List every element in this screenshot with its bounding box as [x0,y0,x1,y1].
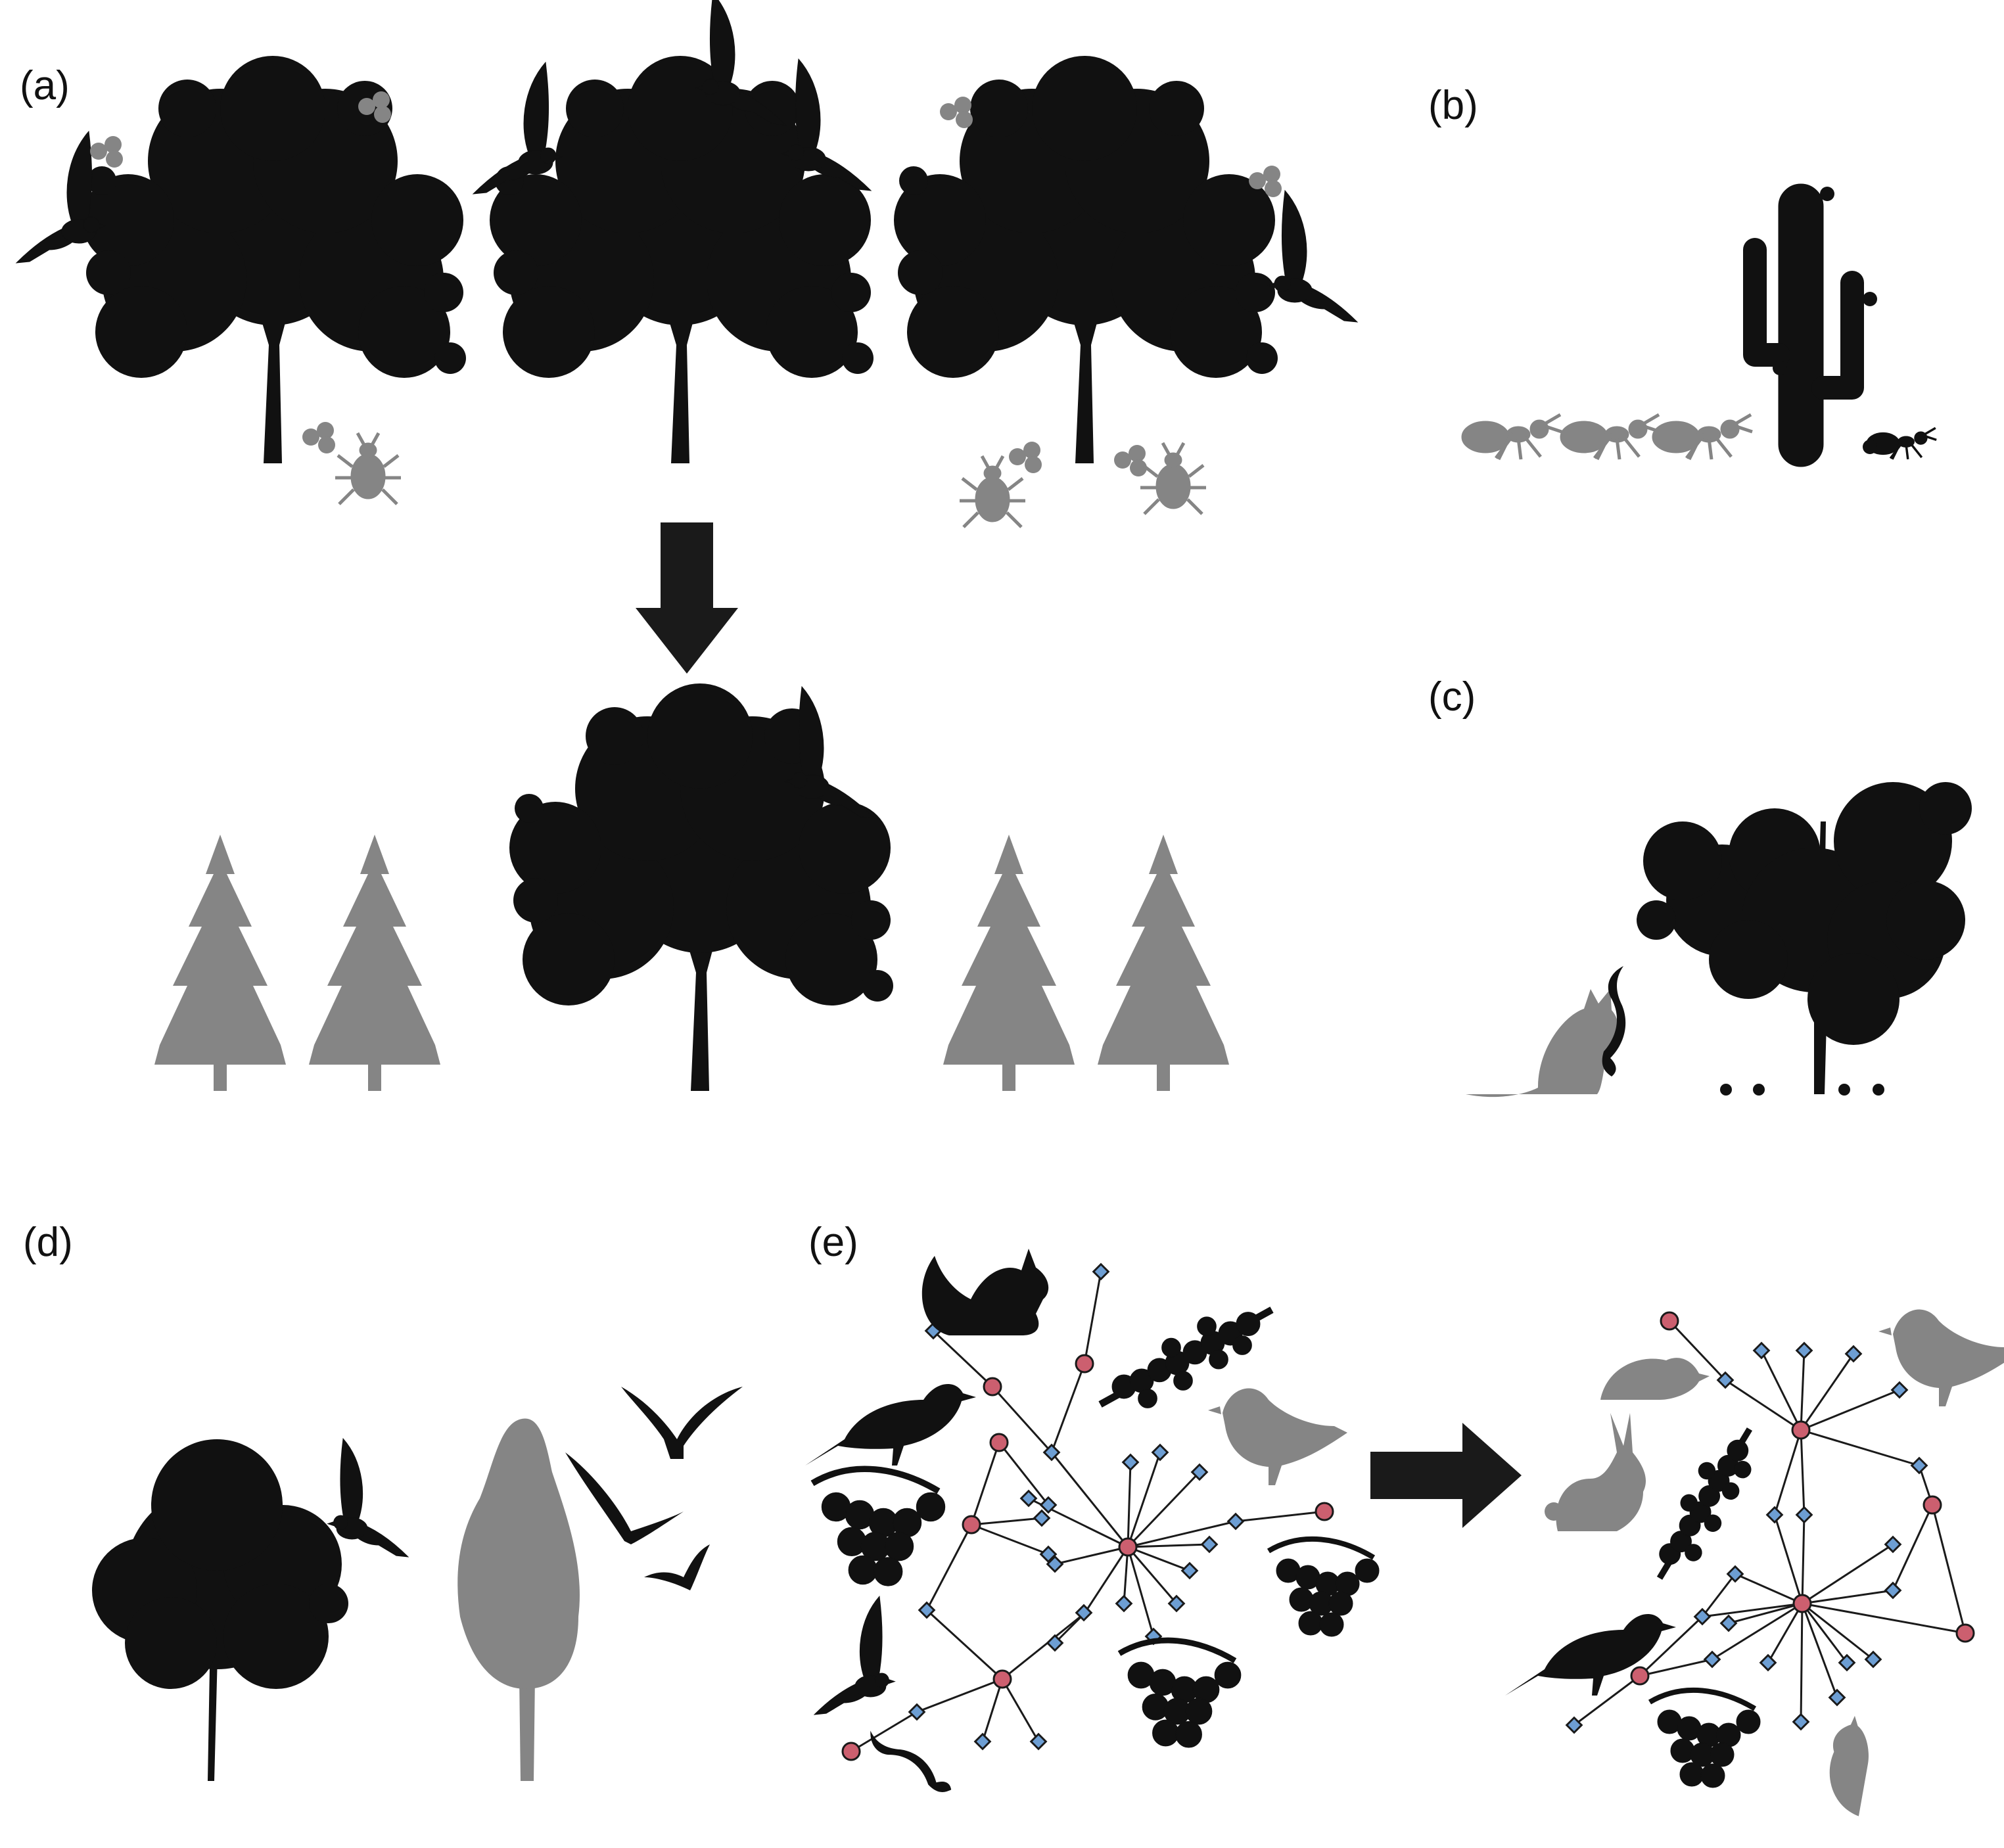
conifer-tree-icon [154,835,286,1091]
broadleaf-tree-icon [92,1439,348,1781]
broadleaf-tree-icon [82,56,466,463]
panel-label-e: (e) [808,1220,858,1265]
animal-nodes [908,1262,1245,1751]
bird-icon [327,1438,409,1558]
panel-label-b: (b) [1428,83,1478,128]
lizard-icon [860,1729,958,1797]
conifer-tree-icon [309,835,440,1091]
panel-e-right-icons [1505,1309,2004,1848]
seed-cluster-icon [1114,445,1147,476]
bird-icon [814,1596,895,1715]
songbird-icon [1505,1614,1676,1696]
panel-e-left-network [841,1262,1334,1761]
panel-a [16,0,1358,1091]
berries-icon [1650,1690,1760,1788]
songbird-icon [805,1384,976,1466]
conifer-tree-icon [1098,835,1229,1091]
panel-b [1462,184,1938,467]
bird-icon [565,1387,743,1590]
rat-icon [1561,1358,1710,1420]
cactus-icon [1755,184,1852,467]
beetle-icon [1140,443,1206,514]
animal-nodes [1565,1341,1928,1734]
network-links [1573,1320,1967,1726]
arrow-icon [636,522,738,674]
panel-d [92,1387,743,1781]
panel-e-left-icons [805,1249,1379,1797]
seed-cluster-icon [1009,442,1042,473]
shrub-icon [1637,782,1972,1094]
network-links [851,1271,1325,1753]
rat-icon [1815,1713,1894,1848]
panel-label-d: (d) [23,1220,73,1265]
berries-icon [1269,1539,1379,1636]
ant-icon [1652,415,1752,459]
conifer-tree-icon [943,835,1075,1091]
seed-cluster-icon [302,422,335,453]
arrow-icon [1370,1423,1522,1528]
seed-icon [1773,187,1877,454]
plant-nodes [841,1354,1334,1761]
plant-nodes [1630,1311,1975,1686]
seed-cluster-icon [940,97,973,128]
panel-c [1466,782,1972,1097]
berries-icon [1618,1429,1793,1581]
cat-icon [1466,989,1619,1097]
bird-icon [1267,190,1358,323]
panel-label-c: (c) [1428,674,1476,720]
bird-icon [473,62,563,195]
rabbit-icon [1545,1413,1646,1531]
berries-icon [812,1469,945,1586]
panel-label-a: (a) [20,63,70,108]
broadleaf-tree-icon [509,683,893,1091]
ant-icon [1462,415,1562,459]
squirrel-icon [921,1249,1049,1335]
seed-icon [1720,1084,1884,1096]
beetle-icon [960,456,1025,527]
beetle-icon [335,433,401,504]
broadleaf-tree-icon [457,1418,580,1781]
ant-icon [1560,415,1660,459]
pigeon-icon [1208,1388,1347,1485]
ant-icon [1865,427,1938,461]
seed-cluster-icon [90,136,123,168]
berries-icon [1119,1640,1241,1747]
panel-e-right-network [1565,1311,1975,1734]
